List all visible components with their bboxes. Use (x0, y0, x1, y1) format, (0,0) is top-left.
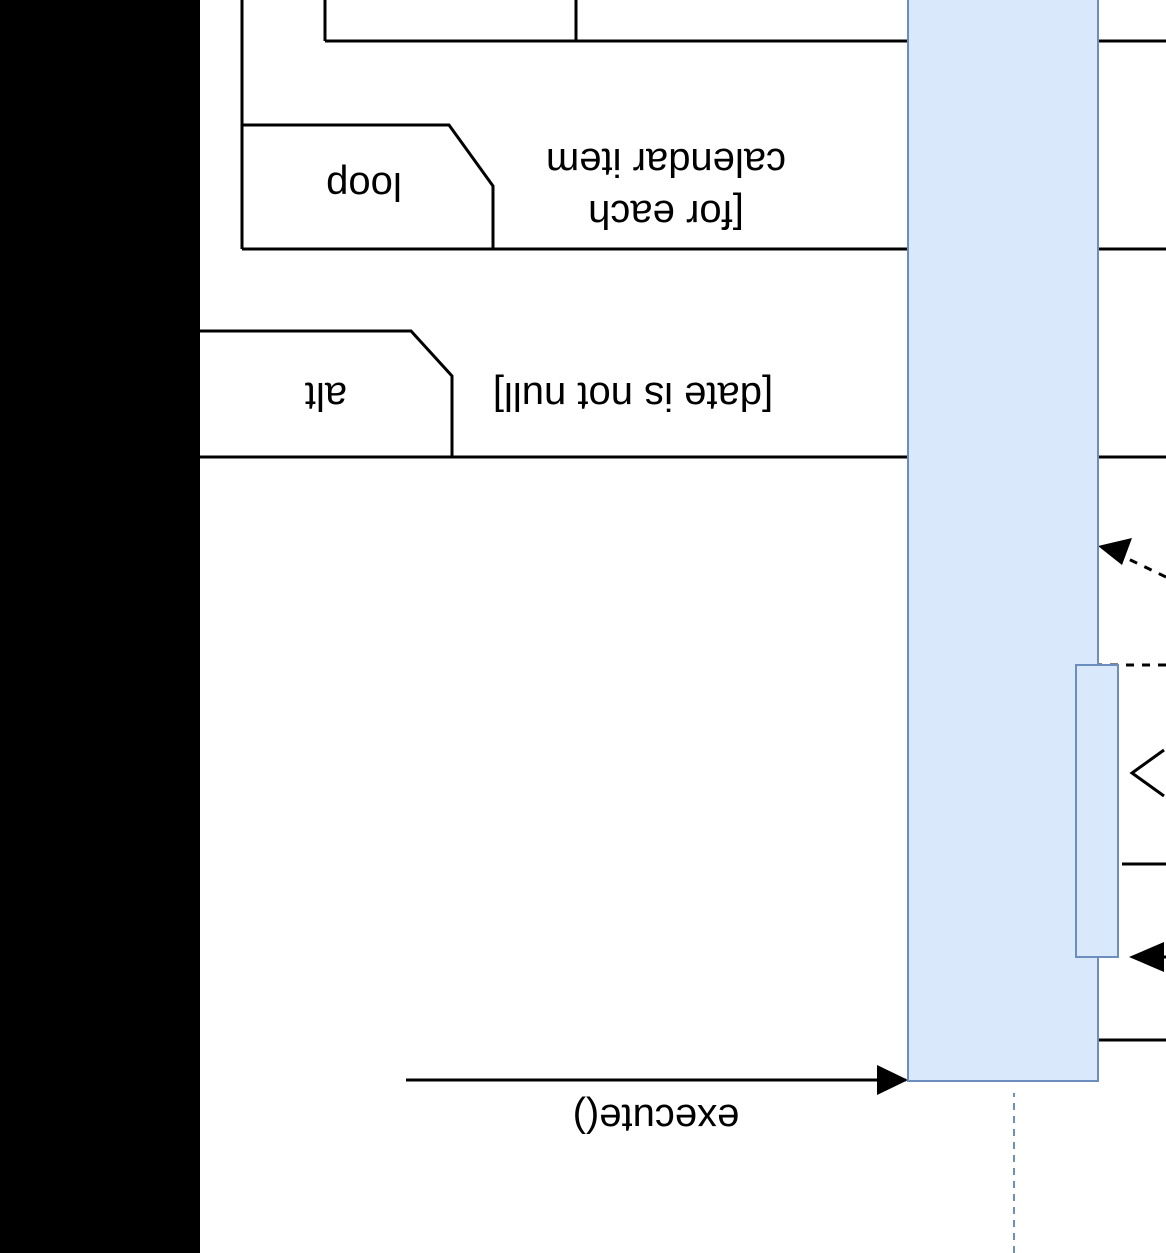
dashed-return-line (1119, 553, 1166, 579)
loop-frame-operator: loop (326, 164, 402, 208)
alt-frame-tab (200, 329, 454, 457)
dashed-return-arrowhead (1098, 538, 1132, 565)
execute-message-label: execute() (573, 1096, 740, 1140)
activation-bar-front (907, 0, 1099, 1082)
alt-frame-guard: [date is not null] (493, 374, 773, 418)
left-dark-margin (0, 0, 200, 1253)
loop-frame-tab (242, 123, 495, 249)
nested-activation-bar-front (1075, 664, 1119, 958)
loop-frame-guard-line1: [for each (588, 192, 744, 236)
open-arrowhead (1129, 748, 1165, 798)
loop-frame-guard-line2: calendar item (546, 140, 786, 184)
self-call-arrowhead (1129, 942, 1164, 972)
alt-frame-operator: alt (305, 374, 347, 418)
execute-arrowhead (877, 1065, 908, 1095)
